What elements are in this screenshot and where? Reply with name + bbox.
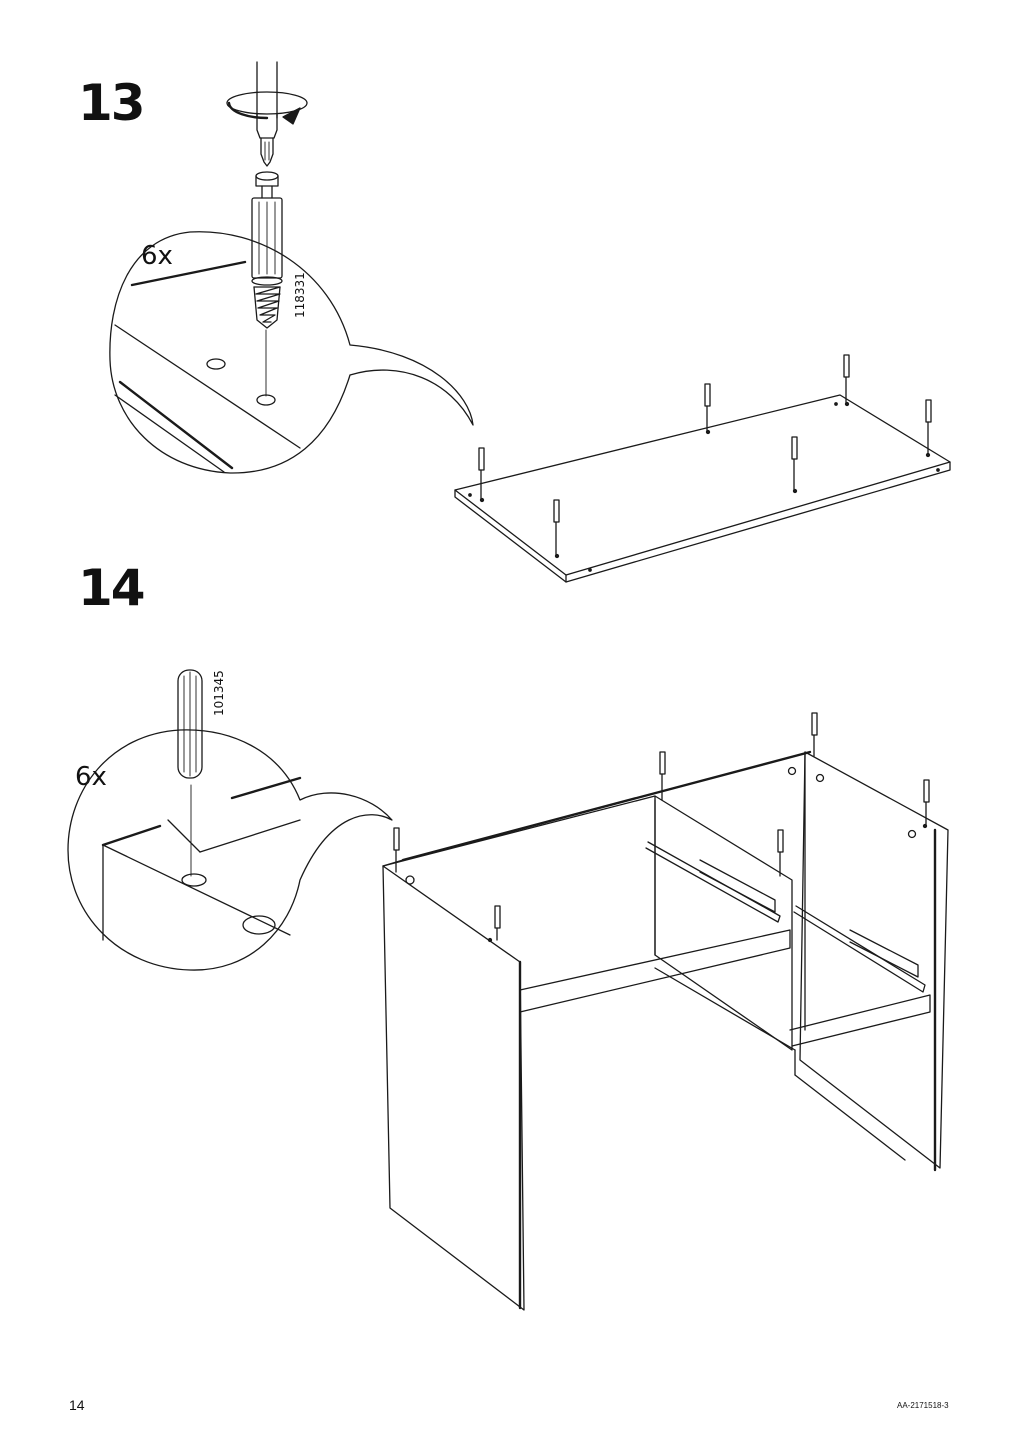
cam-dowel-118331 xyxy=(251,171,283,329)
step-14-detail-callout xyxy=(67,729,393,971)
step-13-panel xyxy=(454,354,951,583)
screwdriver-rotate-icon xyxy=(226,61,308,167)
step-13-number: 13 xyxy=(78,74,146,132)
document-code: AA-2171518-3 xyxy=(897,1401,949,1410)
step-14-number: 14 xyxy=(78,559,146,617)
step-13-quantity: 6x xyxy=(141,241,173,271)
step-14-frame xyxy=(382,712,949,1311)
wooden-dowel-101345 xyxy=(177,669,203,779)
step-13-detail-callout xyxy=(109,231,474,474)
page-number: 14 xyxy=(69,1397,85,1413)
